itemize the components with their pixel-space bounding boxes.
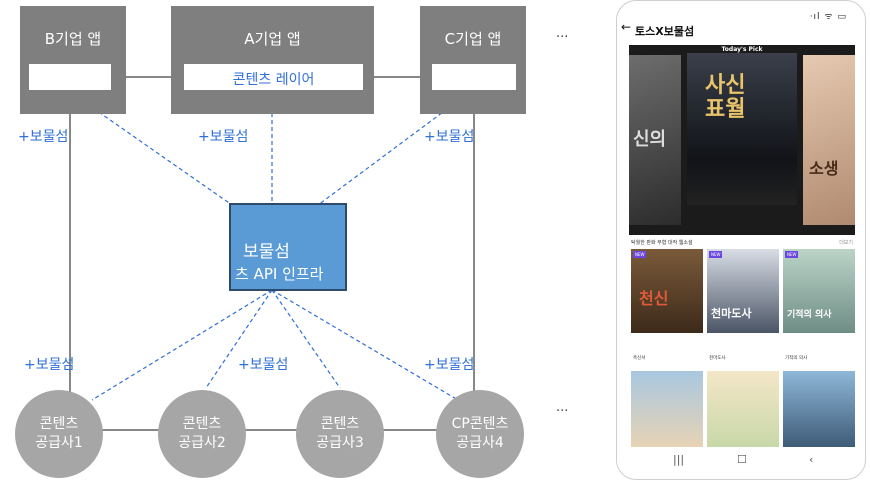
thumb-3-caption: 기적의 의사	[785, 356, 808, 361]
provider-1-line1: 콘텐츠	[39, 416, 79, 432]
dashed-link-p1	[91, 289, 273, 401]
plus-label-a: +보물섬	[198, 129, 249, 145]
provider-4-line1: CP콘텐츠	[451, 416, 509, 432]
plus-label-b: +보물섬	[18, 129, 69, 145]
thumb-row2-3[interactable]	[783, 371, 855, 447]
section-more-link[interactable]: 더보기	[839, 240, 853, 246]
thumb-2[interactable]: NEW 천마도사	[707, 249, 779, 333]
provider-4-line2: 공급사4	[456, 435, 504, 451]
app-box-b: B기업 앱	[20, 6, 126, 114]
thumb-badge: NEW	[709, 251, 723, 258]
provider-1-line2: 공급사1	[35, 435, 83, 451]
phone-mockup: ·ıl ᯤ ▭ ← 토스X보물섬 Today's Pick 신의 사신표월 소생…	[616, 0, 866, 480]
provider-circle-1: 콘텐츠 공급사1	[15, 390, 103, 478]
android-nav-bar: ||| ☐ ‹	[617, 445, 865, 477]
cover-left[interactable]: 신의	[629, 55, 681, 225]
thumb-1-title: 천신	[639, 289, 669, 308]
plus-label-p4: +보물섬	[424, 357, 475, 373]
plus-label-p1: +보물섬	[24, 357, 75, 373]
provider-3-line2: 공급사3	[316, 435, 364, 451]
cover-left-title: 신의	[633, 129, 667, 150]
thumb-2-caption: 천마도사	[709, 356, 726, 361]
hub-subtitle: 츠 API 인프라	[235, 265, 324, 283]
provider-circle-3: 콘텐츠 공급사3	[296, 390, 384, 478]
app-c-slot	[432, 64, 516, 90]
cover-right[interactable]: 소생	[803, 55, 855, 225]
provider-circle-2: 콘텐츠 공급사2	[158, 390, 246, 478]
dashed-link-b	[69, 91, 233, 206]
thumb-row2-1[interactable]	[631, 371, 703, 447]
app-title-b: B기업 앱	[44, 30, 102, 48]
plus-label-p2: +보물섬	[238, 357, 289, 373]
status-bar-icons: ·ıl ᯤ ▭	[809, 12, 847, 22]
dashed-link-p4	[271, 289, 459, 401]
thumb-badge: NEW	[785, 251, 799, 258]
back-arrow-icon[interactable]: ←	[621, 20, 632, 34]
dashed-link-p2	[205, 289, 273, 389]
recent-apps-icon[interactable]: |||	[673, 453, 685, 466]
cover-center-title: 사신표월	[705, 72, 746, 122]
apps-more-ellipsis: ···	[556, 30, 569, 45]
hub-title: 보물섬	[243, 242, 290, 262]
provider-2-line2: 공급사2	[178, 435, 226, 451]
app-title-c: C기업 앱	[444, 30, 502, 48]
thumb-badge: NEW	[633, 251, 647, 258]
app-box-a: A기업 앱 콘텐츠 레이어	[171, 6, 374, 114]
phone-title: 토스X보물섬	[635, 25, 695, 38]
todays-pick-banner[interactable]: Today's Pick 신의 사신표월 소생	[629, 45, 855, 235]
thumb-1-caption: 흑신서	[633, 356, 646, 361]
thumb-3-title: 기적의 의사	[787, 310, 832, 320]
content-layer-label: 콘텐츠 레이어	[232, 72, 315, 88]
app-b-slot	[29, 64, 111, 90]
banner-title: Today's Pick	[721, 46, 763, 53]
thumb-2-title: 천마도사	[711, 307, 752, 320]
provider-2-line1: 콘텐츠	[182, 416, 222, 432]
provider-circle-4: CP콘텐츠 공급사4	[436, 390, 524, 478]
section-title: 탁월한 판화 무협 대작 웹소설	[631, 240, 693, 246]
thumb-row2-2[interactable]	[707, 371, 779, 447]
dashed-link-p3	[271, 289, 341, 389]
hub-box: 보물섬 츠 API 인프라	[229, 203, 347, 291]
app-title-a: A기업 앱	[244, 30, 301, 48]
back-nav-icon[interactable]: ‹	[809, 453, 814, 466]
cover-right-title: 소생	[809, 159, 839, 178]
cover-center[interactable]: 사신표월	[687, 53, 797, 205]
content-layer-bar	[184, 64, 363, 90]
app-box-c: C기업 앱	[420, 6, 526, 114]
plus-label-c: +보물섬	[424, 129, 475, 145]
home-icon[interactable]: ☐	[737, 453, 747, 466]
providers-more-ellipsis: ···	[556, 404, 569, 419]
thumb-3[interactable]: NEW 기적의 의사	[783, 249, 855, 333]
thumb-1[interactable]: NEW 천신	[631, 249, 703, 333]
provider-3-line1: 콘텐츠	[320, 416, 360, 432]
